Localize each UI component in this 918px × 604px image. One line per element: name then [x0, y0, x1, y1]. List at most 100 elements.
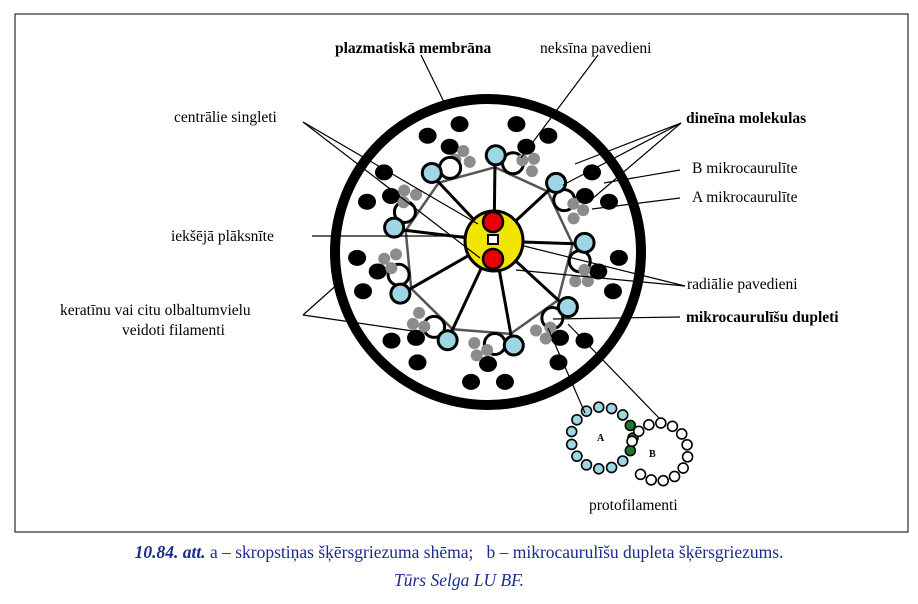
b-protofilament	[632, 425, 645, 438]
dynein-molecule	[527, 152, 540, 165]
dynein-molecule	[567, 197, 580, 210]
b-protofilament	[668, 470, 681, 483]
b-protofilament	[634, 468, 647, 481]
filament-dot	[418, 127, 437, 144]
filament-dot	[462, 373, 481, 390]
label-central-singlets: centrālie singleti	[174, 109, 278, 126]
b-protofilament	[677, 462, 689, 474]
b-protofilament	[666, 420, 679, 433]
filament-dot	[507, 116, 526, 133]
tubule-b-letter: B	[649, 449, 656, 460]
leader-central-2	[302, 121, 481, 259]
filament-dot	[407, 329, 426, 346]
filament-dot	[354, 283, 373, 300]
central-singlet-top	[481, 210, 505, 234]
filament-dot	[495, 373, 514, 390]
b-protofilament	[675, 428, 688, 440]
dynein-molecule	[567, 212, 580, 225]
leader-radial-1	[523, 245, 686, 287]
figure-caption: 10.84. att. a – skropstiņas šķērsgriezum…	[0, 538, 918, 594]
leader-nexin	[520, 54, 599, 159]
label-protofilaments: protofilamenti	[589, 497, 678, 514]
dynein-molecule	[577, 204, 590, 217]
filament-dot	[358, 193, 377, 210]
dynein-molecule	[378, 252, 391, 265]
microtubule-doublets	[378, 144, 596, 362]
leader-zoom-1	[547, 327, 586, 414]
dynein-molecule	[397, 196, 410, 209]
label-dynein: dineīna molekulas	[686, 110, 806, 127]
label-plasma-membrane: plazmatiskā membrāna	[335, 40, 492, 57]
leader-plasma	[420, 54, 445, 103]
dynein-molecule	[544, 321, 557, 334]
caption-part-b: b – mikrocaurulīšu dupleta šķērsgriezums…	[486, 542, 784, 562]
leader-doublets	[552, 316, 681, 320]
leader-b-tubule	[603, 169, 681, 184]
caption-part-a: a – skropstiņas šķērsgriezuma shēma;	[209, 542, 474, 562]
b-protofilament	[681, 451, 694, 463]
a-protofilament	[580, 459, 593, 471]
a-protofilament	[605, 402, 618, 415]
dynein-molecule	[410, 188, 423, 201]
caption-line-1: 10.84. att. a – skropstiņas šķērsgriezum…	[0, 538, 918, 566]
a-protofilament	[580, 405, 593, 417]
a-tubule	[484, 144, 507, 167]
label-a-tubule: A mikrocaurulīte	[692, 189, 798, 206]
label-b-tubule: B mikrocaurulīte	[692, 160, 798, 177]
dynein-molecule	[457, 144, 470, 157]
dynein-molecule	[470, 349, 483, 362]
dynein-molecule	[569, 275, 582, 288]
b-protofilament	[681, 438, 693, 451]
leader-dynein-2	[562, 122, 682, 186]
filament-dot	[603, 283, 622, 300]
dynein-molecule	[390, 248, 403, 261]
a-tubule	[436, 329, 459, 352]
filament-dot	[382, 188, 401, 204]
filament-dot	[517, 138, 536, 155]
caption-figure-ref: 10.84. att.	[134, 542, 206, 562]
shared-protofilament	[624, 419, 637, 432]
dynein-molecule	[468, 336, 481, 349]
filament-dot	[479, 356, 497, 372]
dynein-molecule	[413, 306, 426, 319]
a-protofilament	[565, 425, 578, 438]
a-tubule	[420, 161, 443, 184]
a-protofilament	[592, 463, 605, 475]
dynein-molecule	[530, 324, 543, 337]
filament-dot	[583, 164, 602, 181]
leader-dynein-3	[591, 122, 682, 200]
label-filaments-line2: veidoti filamenti	[122, 322, 226, 339]
a-protofilament	[616, 455, 629, 467]
filament-dot	[575, 188, 594, 204]
a-protofilament	[592, 401, 605, 413]
dynein-molecule	[398, 184, 411, 197]
a-protofilament	[571, 413, 583, 426]
shared-protofilament	[624, 444, 637, 457]
leader-filaments-1	[302, 281, 341, 316]
tubule-a-letter: A	[597, 433, 605, 444]
central-bridge	[487, 234, 499, 245]
central-apparatus	[463, 209, 525, 273]
dynein-molecule	[516, 154, 529, 167]
a-protofilament	[565, 438, 578, 451]
leader-zoom-2	[567, 323, 660, 419]
a-tubule	[389, 282, 412, 305]
leader-radial-2	[515, 269, 686, 287]
label-inner-sheath: iekšējā plāksnīte	[171, 228, 274, 245]
filament-dot	[408, 354, 427, 371]
filament-dot	[539, 127, 558, 144]
dynein-molecule	[578, 263, 591, 276]
dynein-molecule	[463, 155, 476, 168]
a-protofilament	[571, 450, 583, 463]
a-protofilament	[605, 461, 618, 474]
label-doublets: mikrocaurulīšu dupleti	[686, 309, 839, 326]
filament-dot	[374, 164, 393, 181]
b-protofilament	[657, 474, 670, 487]
a-tubule	[573, 231, 596, 254]
dynein-molecule	[581, 275, 594, 288]
filament-dot	[382, 332, 401, 349]
a-protofilament	[616, 409, 629, 421]
b-protofilament	[645, 474, 658, 486]
tubule-b-lumen	[630, 423, 688, 481]
